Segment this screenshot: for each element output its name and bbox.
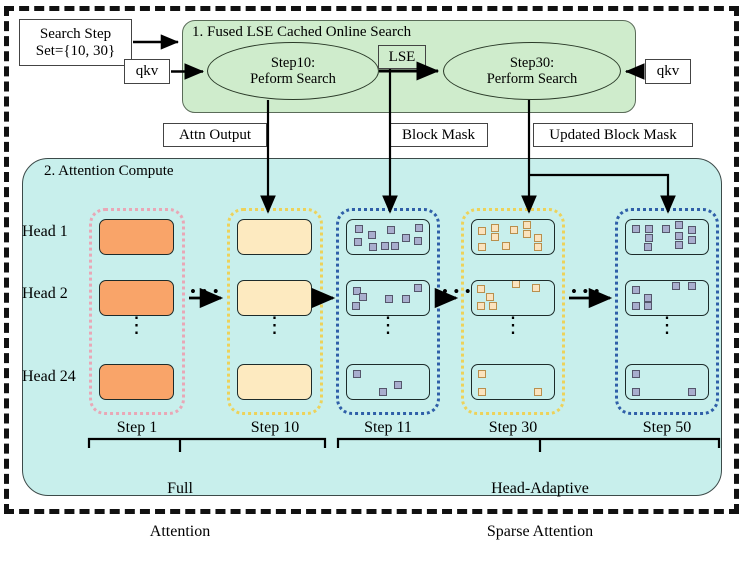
qkv-right-box: qkv: [645, 59, 691, 84]
label-updated-block-mask-text: Updated Block Mask: [549, 126, 677, 143]
cell-step1-head1: [99, 219, 174, 255]
label-lse-text: LSE: [388, 48, 416, 65]
search-step-line2: Set={10, 30}: [35, 42, 116, 59]
node-step10-line2: Peform Search: [250, 71, 336, 87]
cell-step30-head1: [471, 219, 555, 255]
head-label-1: Head 1: [22, 223, 68, 240]
label-attn-output: Attn Output: [163, 123, 267, 147]
cell-step1-head24: [99, 364, 174, 400]
node-step30-perform-search[interactable]: Step30: Perform Search: [443, 42, 621, 100]
label-updated-block-mask: Updated Block Mask: [533, 123, 693, 147]
brace-sparse-line1: Head-Adaptive: [491, 479, 589, 497]
cell-step30-head2: [471, 280, 555, 316]
column-wrapper-step-1: [89, 208, 185, 415]
head-label-2: Head 2: [22, 285, 68, 302]
column-wrapper-step-30: [461, 208, 565, 415]
node-step10-perform-search[interactable]: Step10: Peform Search: [207, 42, 379, 100]
cell-step50-head1: [625, 219, 709, 255]
brace-full-attention: [87, 437, 327, 448]
label-block-mask: Block Mask: [389, 123, 488, 147]
cell-step50-head24: [625, 364, 709, 400]
cell-step11-head2: [346, 280, 430, 316]
head-label-24: Head 24: [22, 368, 76, 385]
node-step30-line1: Step30:: [509, 54, 555, 71]
cell-step10-head24: [237, 364, 312, 400]
cell-step50-head2: [625, 280, 709, 316]
label-block-mask-text: Block Mask: [402, 126, 475, 143]
step-label-1: Step 1: [116, 419, 158, 436]
cell-step30-head24: [471, 364, 555, 400]
diagram-canvas: 1. Fused LSE Cached Online Search Step10…: [4, 6, 739, 540]
arrow-updated-block-mask-to-step50: [529, 173, 676, 214]
cell-step1-head2: [99, 280, 174, 316]
node-step10-line1: Step10:: [270, 54, 316, 71]
panel2-title: 2. Attention Compute: [44, 163, 174, 179]
cell-step11-head1: [346, 219, 430, 255]
brace-full-line1: Full: [167, 479, 193, 497]
outer-dashed-frame: [4, 6, 739, 514]
qkv-left-text: qkv: [135, 63, 159, 80]
search-step-line1: Search Step: [39, 26, 112, 43]
brace-sparse-attention: [336, 437, 721, 448]
label-lse: LSE: [378, 45, 426, 69]
step-label-11: Step 11: [364, 419, 412, 436]
connector-overlay: [87, 34, 721, 452]
cell-step11-head24: [346, 364, 430, 400]
label-attn-output-text: Attn Output: [178, 126, 252, 143]
cell-step10-head1: [237, 219, 312, 255]
step-label-10: Step 10: [250, 419, 300, 436]
qkv-right-text: qkv: [656, 63, 680, 80]
node-step30-line2: Perform Search: [486, 71, 578, 87]
search-step-set-box: Search Step Set={10, 30}: [19, 19, 132, 66]
panel1-title: 1. Fused LSE Cached Online Search: [192, 24, 412, 40]
cell-step10-head2: [237, 280, 312, 316]
qkv-left-box: qkv: [124, 59, 170, 84]
step-label-50: Step 50: [642, 419, 692, 436]
step-label-30: Step 30: [488, 419, 538, 436]
